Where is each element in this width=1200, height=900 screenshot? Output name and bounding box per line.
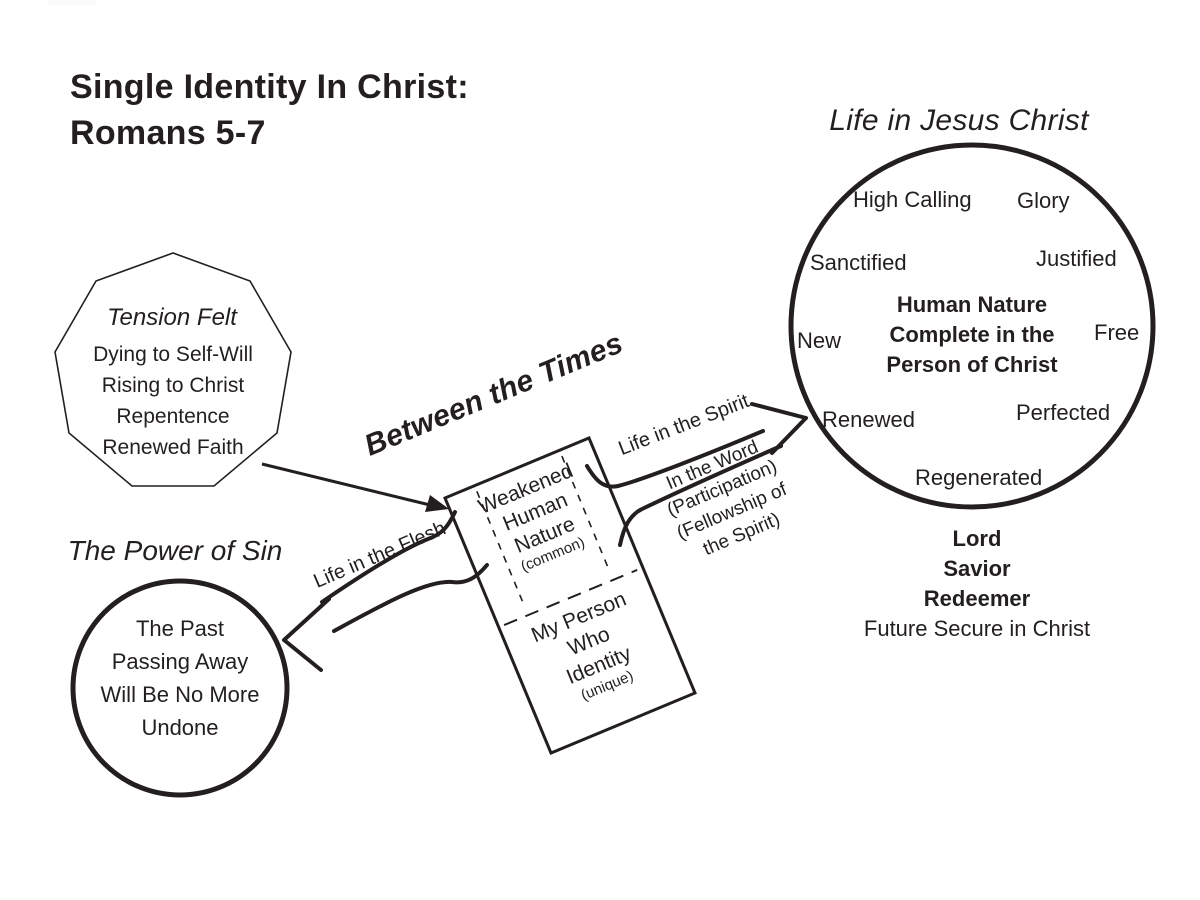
life-word-justified: Justified [1036,246,1117,271]
tension-title: Tension Felt [107,304,237,331]
life-word-renewed: Renewed [822,407,915,432]
center-box-dashed-marks [476,455,638,626]
life-below-note: Future Secure in Christ [863,616,1091,641]
life-word-glory: Glory [1017,188,1070,213]
tension-arrowhead [425,495,449,512]
life-below-title: Savior [943,556,1011,581]
life-center-line: Human Nature [896,292,1048,317]
sin-item: The Past [135,616,225,641]
sin-item: Passing Away [111,649,249,674]
life-word-free: Free [1094,320,1140,345]
tension-item: Dying to Self-Will [93,343,253,366]
tension-item: Rising to Christ [101,374,245,397]
sin-section-title: The Power of Sin [67,535,283,566]
page-title-line1: Single Identity In Christ: [70,68,469,106]
life-circle-shape [788,142,1156,510]
life-word-perfected: Perfected [1016,400,1111,425]
life-center-line: Person of Christ [886,352,1058,377]
tension-arrow-line [261,462,431,507]
spirit-arrowhead [750,402,808,455]
flesh-arrow-lower-line [332,563,489,633]
life-center-statement: Human Nature Complete in the Person of C… [852,290,1092,380]
life-word-high-calling: High Calling [853,187,972,212]
spirit-arrow [585,402,808,547]
sin-circle-text: The Past Passing Away Will Be No More Un… [68,612,292,744]
spirit-arrow-lower-line [618,444,783,547]
tension-list: Dying to Self-Will Rising to Christ Repe… [62,339,284,463]
life-word-sanctified: Sanctified [810,250,907,275]
sin-circle-shape [70,578,290,798]
life-center-line: Complete in the [889,322,1055,347]
tension-item: Repentence [116,405,230,428]
life-below-title: Lord [952,526,1002,551]
page-title-line2: Romans 5-7 [70,114,266,152]
tension-item: Renewed Faith [102,436,244,459]
person-identity-block: My Person Who Identity (unique) [502,576,683,724]
tension-nonagon-shape [54,252,292,487]
sin-item: Will Be No More [100,682,260,707]
sin-item: Undone [141,715,219,740]
flesh-arrowhead [282,597,331,672]
life-below-block: Lord Savior Redeemer Future Secure in Ch… [827,524,1127,644]
spirit-arrow-upper-line [585,429,765,489]
life-section-title: Life in Jesus Christ [829,104,1089,137]
center-box-outline [443,436,697,755]
life-word-regenerated: Regenerated [915,465,1043,490]
page-title: Single Identity In Christ: Romans 5-7 [70,64,469,156]
life-below-title: Redeemer [923,586,1031,611]
flesh-arrow [282,510,489,672]
flesh-arrow-upper-line [320,510,457,604]
scan-artifact-mark [48,0,96,6]
life-word-new: New [797,328,842,353]
